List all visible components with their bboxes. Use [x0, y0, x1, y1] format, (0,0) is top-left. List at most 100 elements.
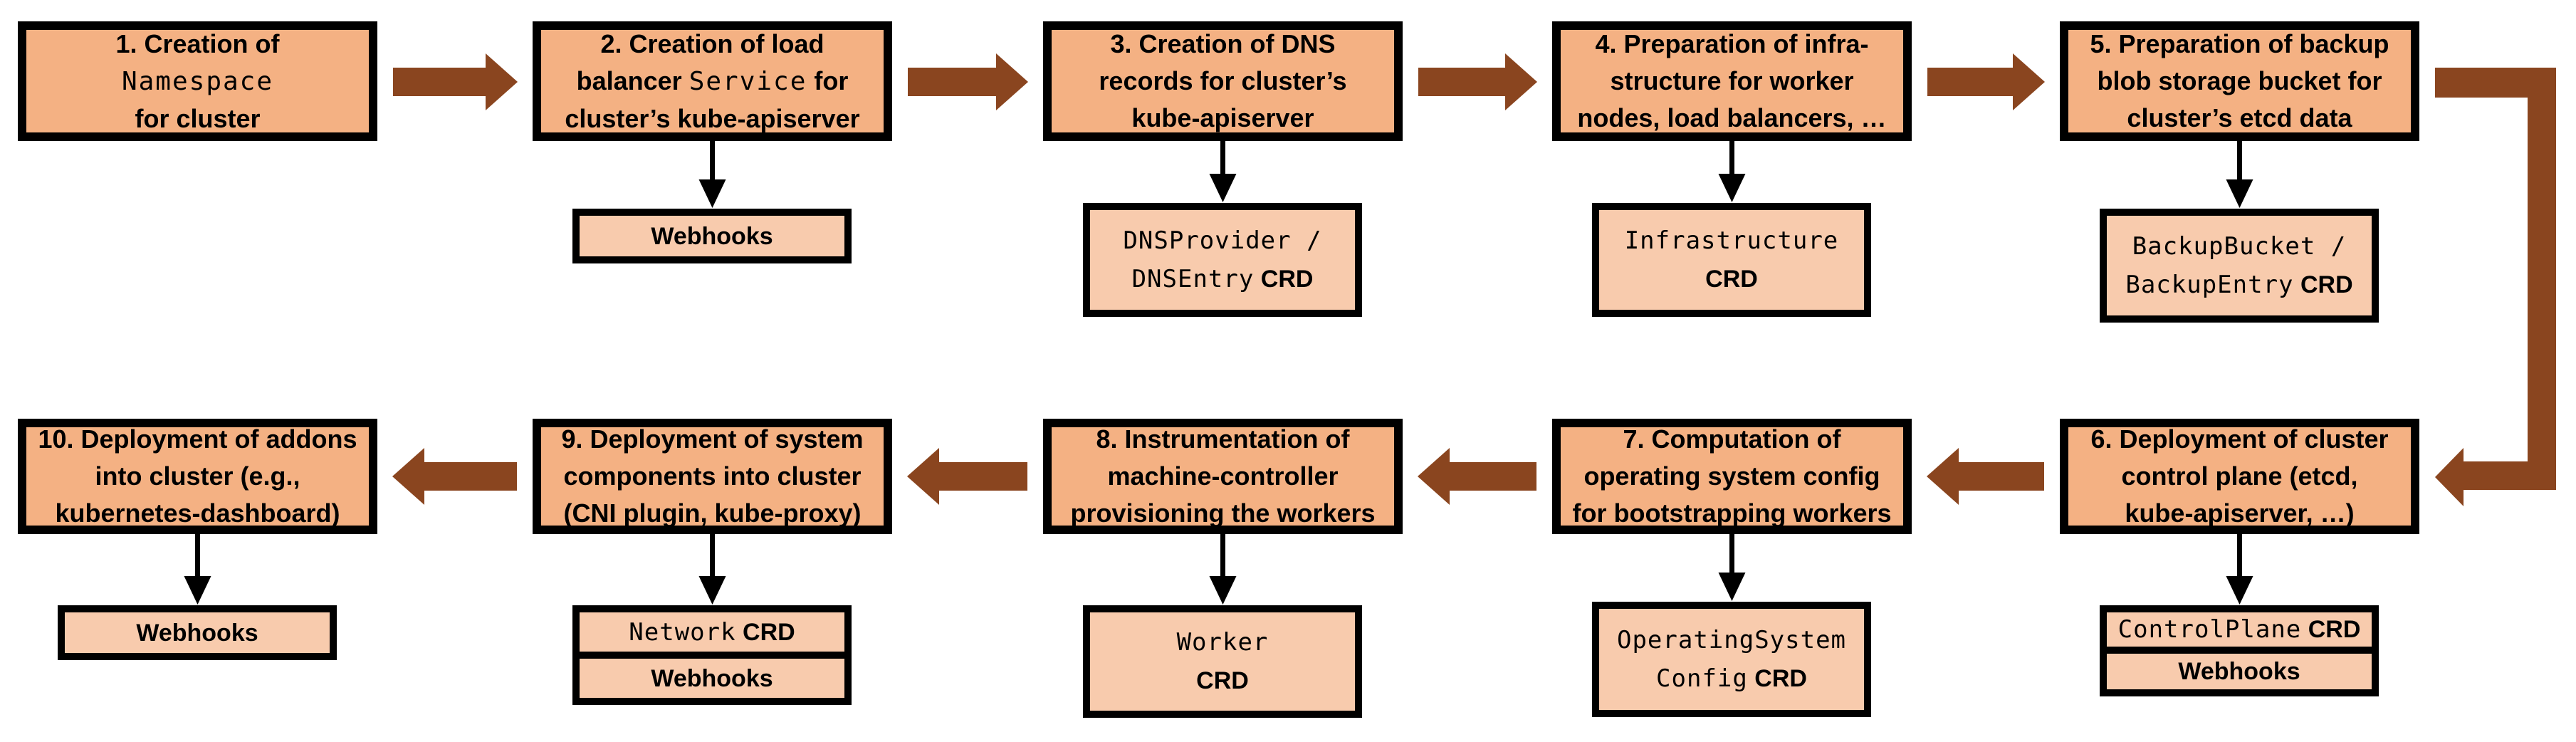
connector-arrowhead-step-5 — [2226, 179, 2253, 208]
label-text: 9. Deployment of system — [561, 424, 864, 454]
step-6-sub-box-2: Webhooks — [2100, 647, 2379, 696]
sub-box-line: Infrastructure — [1625, 221, 1839, 260]
sub-box-line: BackupBucket / — [2132, 227, 2347, 266]
flow-arrow-9-10 — [392, 448, 517, 505]
label-text: CRD — [2301, 616, 2361, 643]
step-9-sub-box-2: Webhooks — [572, 652, 852, 705]
connector-line-step-4 — [1729, 141, 1734, 176]
sub-box-line: Webhooks — [651, 659, 773, 698]
code-text: Service — [688, 66, 807, 96]
connector-line-step-7 — [1729, 534, 1734, 575]
connector-arrowhead-step-2 — [698, 179, 726, 208]
label-text: for bootstrapping workers — [1572, 498, 1892, 528]
connector-arrowhead-step-7 — [1718, 573, 1746, 601]
label-text: kube-apiserver — [1131, 103, 1314, 132]
step-7-title: 7. Computation of operating system config… — [1572, 421, 1891, 532]
label-text: CRD — [2293, 271, 2353, 298]
flow-arrow-2-3 — [908, 53, 1028, 110]
label-text: provisioning the workers — [1070, 498, 1376, 528]
step-10-box: 10. Deployment of addons into cluster (e.… — [18, 419, 377, 534]
connector-line-step-8 — [1220, 534, 1225, 578]
sub-box-line: Network CRD — [629, 613, 795, 652]
label-text: CRD — [1705, 266, 1758, 293]
label-text: CRD — [1196, 667, 1249, 694]
step-3-sub-box-1: DNSProvider / DNSEntry CRD — [1083, 203, 1362, 317]
step-9-sub-box-1: Network CRD — [572, 605, 852, 659]
connector-line-step-3 — [1220, 141, 1225, 176]
label-text: machine-controller — [1107, 461, 1339, 491]
label-text: into cluster (e.g., — [95, 461, 300, 491]
code-text: Infrastructure — [1624, 226, 1839, 255]
step-10-sub-box-1: Webhooks — [58, 605, 337, 660]
connector-line-step-5 — [2237, 141, 2242, 182]
flow-arrow-1-2 — [393, 53, 518, 110]
sub-box-line: DNSProvider / — [1123, 221, 1321, 260]
connector-arrowhead-step-6 — [2226, 576, 2253, 605]
label-text: 2. Creation of load — [600, 28, 824, 58]
step-3-box: 3. Creation of DNS records for cluster’s k… — [1043, 21, 1403, 141]
sub-box-line: CRD — [1705, 260, 1758, 298]
label-text: 4. Preparation of infra- — [1595, 29, 1869, 58]
label-text: 7. Computation of — [1623, 424, 1841, 454]
label-text: kubernetes-dashboard) — [55, 498, 340, 528]
sub-box-line: Worker — [1177, 623, 1269, 662]
code-text: Config — [1656, 664, 1748, 693]
sub-box-line: Config CRD — [1656, 659, 1807, 698]
connector-arrowhead-step-10 — [184, 576, 211, 605]
step-6-title: 6. Deployment of cluster control plane (e… — [2090, 421, 2388, 532]
sub-box-line: DNSEntry CRD — [1132, 260, 1314, 298]
label-text: (CNI plugin, kube-proxy) — [563, 498, 862, 528]
label-text: for — [807, 66, 849, 95]
code-text: ControlPlane — [2117, 615, 2302, 644]
flow-arrow-8-9 — [907, 448, 1027, 505]
code-text: Worker — [1176, 628, 1269, 657]
label-text: Webhooks — [2178, 658, 2300, 685]
flow-arrow-6-7 — [1927, 448, 2044, 505]
label-text: records for cluster’s — [1099, 66, 1347, 95]
label-text: CRD — [735, 618, 795, 646]
connector-arrowhead-step-4 — [1718, 174, 1746, 202]
label-text: cluster’s etcd data — [2127, 103, 2352, 132]
label-text: Webhooks — [651, 222, 773, 250]
code-text: BackupBucket / — [2132, 232, 2347, 261]
label-text: control plane (etcd, — [2121, 461, 2358, 491]
connector-arrowhead-step-9 — [698, 576, 726, 605]
label-text: 6. Deployment of cluster — [2090, 424, 2389, 454]
sub-box-line: ControlPlane CRD — [2118, 610, 2361, 649]
label-text: nodes, load balancers, … — [1577, 103, 1887, 132]
step-5-sub-box-1: BackupBucket /BackupEntry CRD — [2100, 209, 2379, 323]
flow-arrow-4-5 — [1927, 53, 2045, 110]
sub-box-line: Webhooks — [651, 217, 773, 256]
connector-line-step-9 — [710, 534, 715, 578]
sub-box-line: CRD — [1196, 662, 1249, 700]
step-4-box: 4. Preparation of infra-structure for wo… — [1552, 21, 1912, 141]
label-text: CRD — [1747, 665, 1807, 692]
sub-box-line: Webhooks — [136, 614, 258, 652]
label-text: 10. Deployment of addons — [38, 424, 357, 454]
label-text: cluster’s kube-apiserver — [565, 103, 860, 133]
step-10-title: 10. Deployment of addons into cluster (e.… — [38, 421, 357, 532]
label-text: Webhooks — [136, 619, 258, 647]
code-text: OperatingSystem — [1616, 626, 1847, 654]
step-4-title: 4. Preparation of infra-structure for wo… — [1577, 26, 1886, 137]
label-text: for cluster — [135, 103, 261, 133]
code-text: DNSProvider / — [1123, 226, 1322, 255]
flow-arrow-5-6-elbow — [2435, 68, 2556, 506]
connector-line-step-10 — [195, 534, 200, 578]
step-7-box: 7. Computation of operating system config… — [1552, 419, 1912, 534]
label-text: 3. Creation of DNS — [1110, 29, 1336, 58]
label-text: operating system config — [1583, 461, 1880, 491]
connector-arrowhead-step-8 — [1209, 576, 1237, 605]
step-2-title: 2. Creation of load balancer Service for c… — [565, 26, 859, 137]
label-text: balancer — [576, 66, 689, 95]
